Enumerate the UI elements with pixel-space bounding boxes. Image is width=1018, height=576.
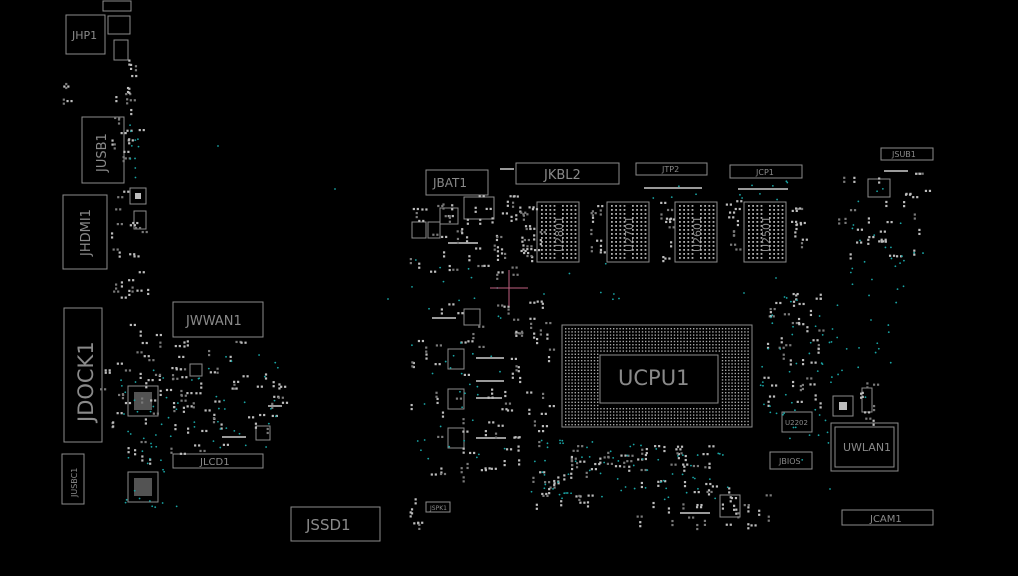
u2501-label: U2501 (760, 216, 773, 252)
jspk1-label: JSPK1 (429, 505, 447, 512)
u2202-label: U2202 (785, 419, 808, 427)
uwlan1-module[interactable]: UWLAN1 (830, 422, 899, 472)
jkbl2-label: JKBL2 (543, 168, 581, 183)
memory-ball-grids (541, 205, 784, 259)
jusb1-connector[interactable]: JUSB1 (81, 116, 125, 184)
jssd1-connector[interactable]: JSSD1 (290, 506, 381, 542)
jdock1-label: JDOCK1 (74, 341, 98, 424)
u2601-chip[interactable]: U2601 (674, 201, 718, 263)
jspk1-connector[interactable]: JSPK1 (425, 501, 451, 513)
u2202-chip[interactable]: U2202 (781, 411, 813, 433)
jcam1-connector[interactable]: JCAM1 (841, 509, 934, 526)
jkbl2-connector[interactable]: JKBL2 (515, 162, 620, 185)
jhp1-connector[interactable]: JHP1 (65, 14, 106, 55)
jtp2-label: JTP2 (661, 165, 679, 174)
jlcd1-label: JLCD1 (199, 457, 230, 468)
jsub1-label: JSUB1 (891, 150, 916, 159)
u2701-label: U2701 (623, 216, 636, 252)
jdock1-connector[interactable]: JDOCK1 (63, 307, 103, 443)
u2801-label: U2801 (553, 216, 566, 252)
jusb1-label: JUSB1 (95, 133, 110, 173)
jwwan1-connector[interactable]: JWWAN1 (172, 301, 264, 338)
jhdmi1-label: JHDMI1 (79, 209, 94, 257)
jcp1-connector[interactable]: JCP1 (729, 164, 803, 179)
u2701-chip[interactable]: U2701 (606, 201, 650, 263)
passive-components (62, 59, 932, 531)
ucpu1-processor[interactable]: UCPU1 (561, 324, 753, 428)
u2801-chip[interactable]: U2801 (536, 201, 580, 263)
jbios-label: JBIOS (778, 457, 801, 466)
crosshair-cursor-icon (490, 270, 528, 306)
u2601-label: U2601 (691, 216, 704, 252)
jhdmi1-connector[interactable]: JHDMI1 (62, 194, 108, 270)
uwlan1-label: UWLAN1 (843, 441, 891, 454)
jusbc1-label: JUSBC1 (70, 468, 79, 498)
via-dots (120, 124, 924, 509)
jlcd1-connector[interactable]: JLCD1 (172, 453, 264, 469)
jhp1-label: JHP1 (71, 29, 97, 42)
jcam1-label: JCAM1 (869, 514, 902, 525)
jcp1-label: JCP1 (755, 168, 774, 177)
jtp2-connector[interactable]: JTP2 (635, 162, 708, 176)
jusbc1-connector[interactable]: JUSBC1 (61, 453, 85, 505)
jsub1-connector[interactable]: JSUB1 (880, 147, 934, 161)
ucpu1-label: UCPU1 (618, 366, 689, 390)
jbios-connector[interactable]: JBIOS (769, 451, 813, 470)
cpu-ball-array (565, 328, 749, 426)
jbat1-label: JBAT1 (432, 176, 467, 190)
jbat1-connector[interactable]: JBAT1 (425, 169, 489, 196)
jwwan1-label: JWWAN1 (185, 314, 242, 329)
u2501-chip[interactable]: U2501 (743, 201, 787, 263)
jssd1-label: JSSD1 (305, 516, 351, 534)
